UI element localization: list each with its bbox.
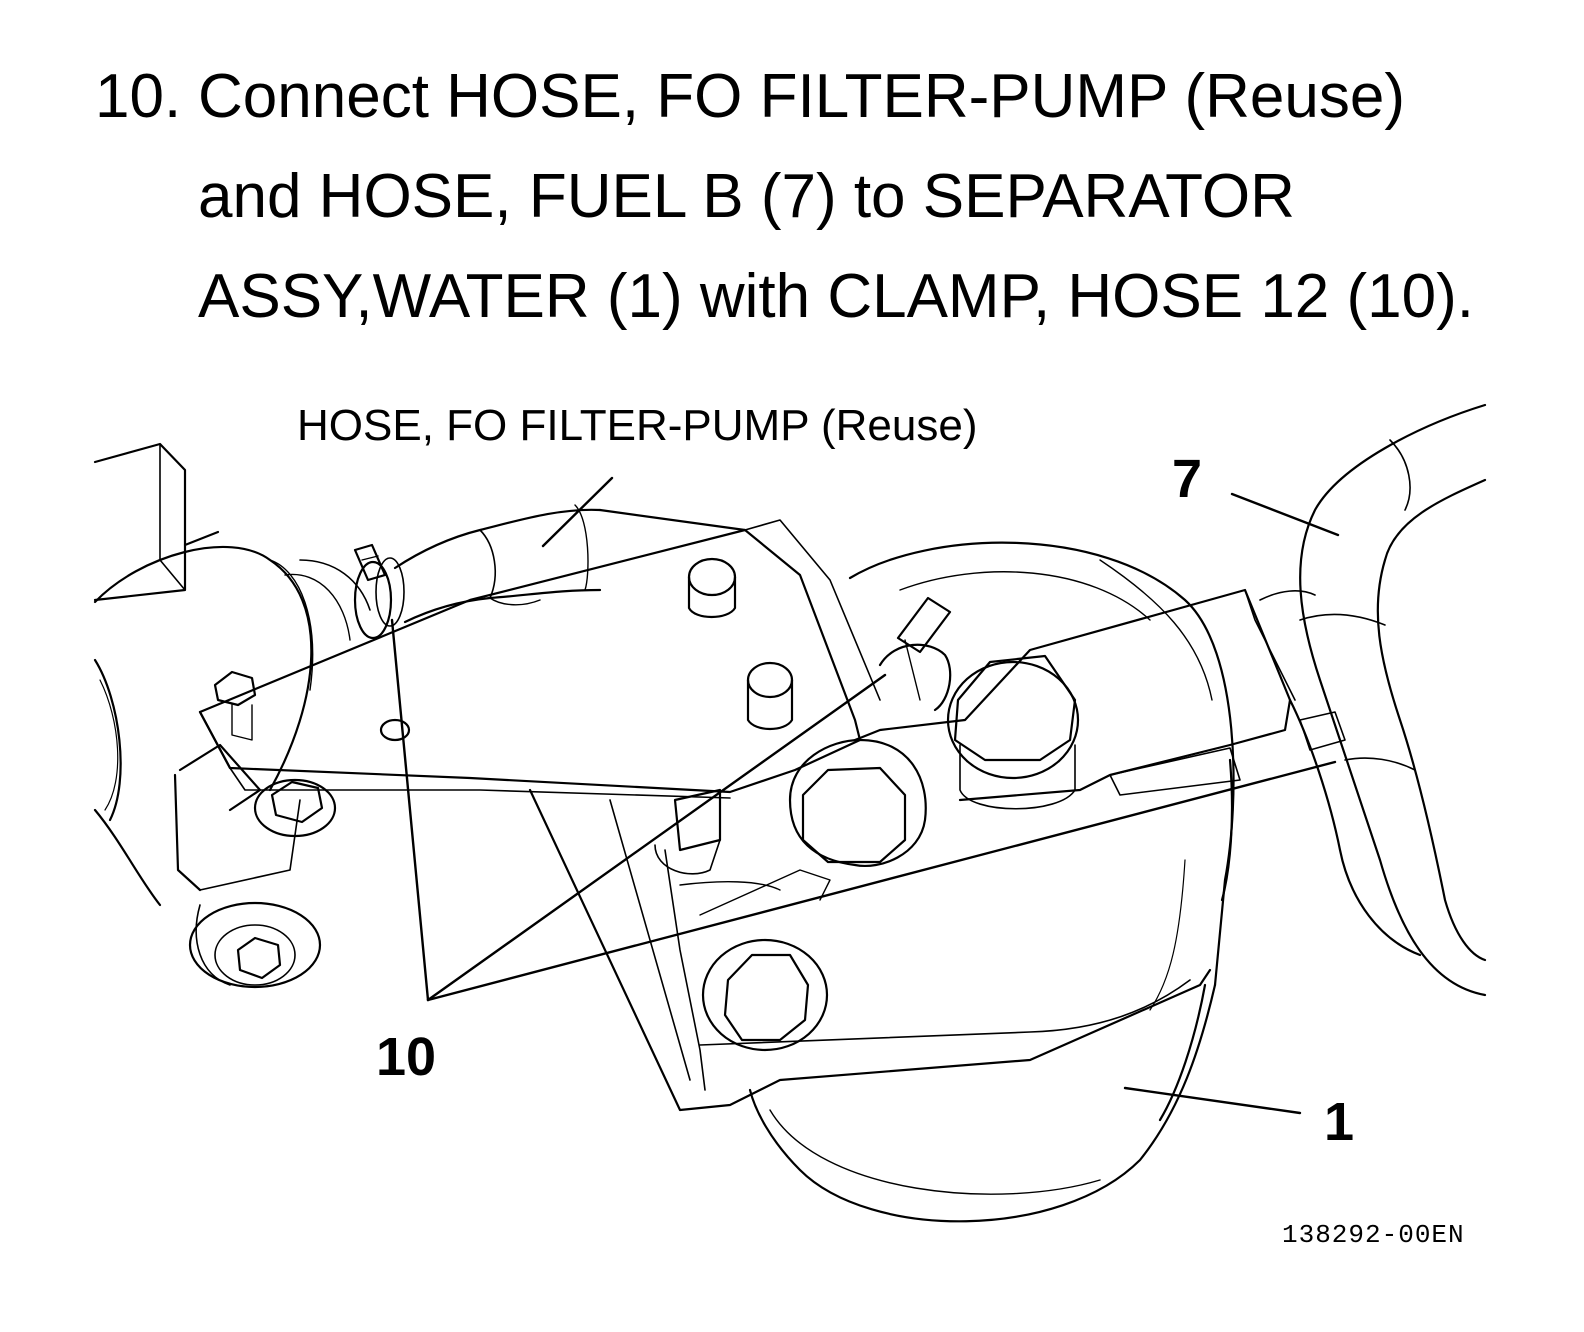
leader-hose-fo [541, 476, 614, 548]
pump-housing [93, 442, 371, 907]
label-item-1: 1 [1324, 1092, 1354, 1152]
water-separator-bowl [748, 541, 1235, 1223]
leader-10-a [390, 618, 430, 1002]
step-number: 10. [95, 62, 182, 131]
label-item-10: 10 [376, 1027, 436, 1087]
left-bolts [188, 670, 337, 989]
figure-id: 138292-00EN [1282, 1220, 1465, 1250]
clamp-left [353, 543, 405, 640]
leader-10-b [426, 673, 887, 1002]
leader-10-c [426, 760, 1337, 1002]
clamp-center [878, 596, 952, 712]
lower-bracket [528, 788, 1212, 1112]
instruction-line-3: ASSY,WATER (1) with CLAMP, HOSE 12 (10). [198, 262, 1474, 331]
instruction-line-1: Connect HOSE, FO FILTER-PUMP (Reuse) [198, 62, 1406, 131]
label-item-7: 7 [1172, 449, 1202, 509]
separator-head [654, 588, 1296, 875]
label-hose-fo-filter-pump: HOSE, FO FILTER-PUMP (Reuse) [297, 401, 977, 450]
instruction-line-2: and HOSE, FUEL B (7) to SEPARATOR [198, 162, 1295, 231]
leader-7 [1230, 492, 1340, 537]
hose-fo-filter-pump [393, 504, 747, 624]
hose-fuel-b [1259, 403, 1487, 997]
leader-1 [1123, 1086, 1302, 1115]
leader-lines [390, 476, 1340, 1115]
